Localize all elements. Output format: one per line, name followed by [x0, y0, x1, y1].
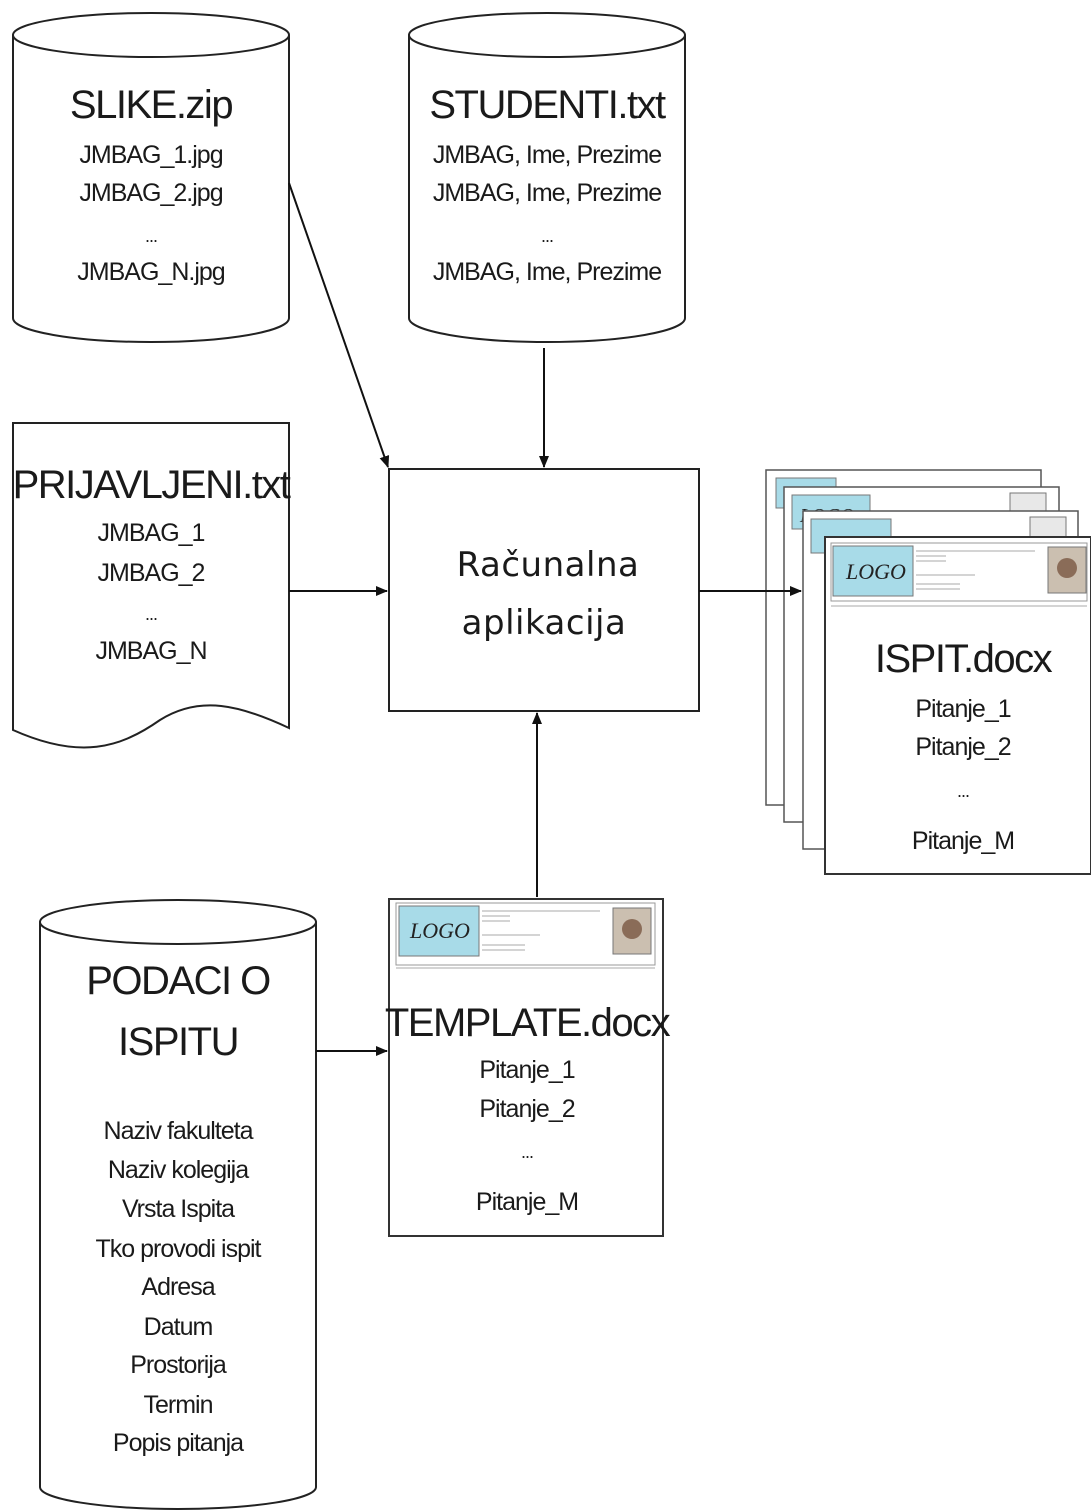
- arrow-slike-to-app: [288, 182, 390, 468]
- application-label-line-1: Računalna: [457, 545, 640, 585]
- slike-line-3: ...: [145, 226, 157, 246]
- podaci-item-4: Tko provodi ispit: [95, 1235, 261, 1263]
- ispit-logo-box: [832, 545, 914, 597]
- ispit-document-stack: LOGO LOGO ISPIT.docx Pitanje_1 Pitanje_: [765, 469, 1091, 875]
- template-title: TEMPLATE.docx: [385, 1001, 671, 1045]
- podaci-cylinder: PODACI O ISPITU Naziv fakulteta Naziv ko…: [39, 899, 317, 1510]
- template-logo-text: LOGO: [409, 918, 470, 943]
- application-box: Računalna aplikacija: [388, 468, 700, 712]
- template-line-1: Pitanje_1: [479, 1056, 574, 1084]
- podaci-item-1: Naziv fakulteta: [104, 1117, 254, 1145]
- prijavljeni-title: PRIJAVLJENI.txt: [13, 463, 291, 507]
- podaci-item-9: Popis pitanja: [113, 1429, 244, 1457]
- slike-cylinder: SLIKE.zip JMBAG_1.jpg JMBAG_2.jpg ... JM…: [12, 12, 290, 343]
- prijavljeni-line-2: JMBAG_2: [98, 559, 205, 587]
- ispit-page-front: LOGO ISPIT.docx Pitanje_1 Pitanje_2 ... …: [824, 536, 1091, 875]
- studenti-line-2: JMBAG, Ime, Prezime: [433, 179, 661, 207]
- podaci-item-6: Datum: [144, 1313, 213, 1341]
- ispit-logo-text: LOGO: [845, 559, 906, 584]
- slike-line-2: JMBAG_2.jpg: [79, 179, 222, 207]
- prijavljeni-line-3: ...: [145, 604, 157, 624]
- podaci-item-3: Vrsta Ispita: [122, 1195, 235, 1223]
- slike-title: SLIKE.zip: [70, 83, 232, 127]
- podaci-item-5: Adresa: [141, 1273, 215, 1301]
- podaci-title-line-1: PODACI O: [86, 959, 270, 1003]
- application-label-line-2: aplikacija: [462, 603, 627, 643]
- studenti-line-3: ...: [541, 226, 553, 246]
- podaci-item-8: Termin: [143, 1391, 212, 1419]
- slike-line-1: JMBAG_1.jpg: [79, 141, 222, 169]
- ispit-line-1: Pitanje_1: [915, 695, 1010, 723]
- prijavljeni-document: PRIJAVLJENI.txt JMBAG_1 JMBAG_2 ... JMBA…: [12, 422, 292, 749]
- prijavljeni-line-4: JMBAG_N: [95, 637, 206, 665]
- slike-line-4: JMBAG_N.jpg: [77, 258, 224, 286]
- template-logo-box: [398, 905, 480, 957]
- template-line-2: Pitanje_2: [479, 1095, 574, 1123]
- template-line-4: Pitanje_M: [476, 1188, 578, 1216]
- studenti-cylinder: STUDENTI.txt JMBAG, Ime, Prezime JMBAG, …: [408, 12, 686, 343]
- podaci-title-line-2: ISPITU: [118, 1020, 238, 1064]
- ispit-line-2: Pitanje_2: [915, 733, 1010, 761]
- podaci-item-2: Naziv kolegija: [108, 1156, 249, 1184]
- podaci-item-7: Prostorija: [130, 1351, 227, 1379]
- prijavljeni-line-1: JMBAG_1: [98, 519, 205, 547]
- ispit-line-4: Pitanje_M: [912, 827, 1014, 855]
- studenti-line-4: JMBAG, Ime, Prezime: [433, 258, 661, 286]
- ispit-line-3: ...: [957, 781, 969, 801]
- studenti-title: STUDENTI.txt: [429, 83, 666, 127]
- studenti-line-1: JMBAG, Ime, Prezime: [433, 141, 661, 169]
- template-document: LOGO TEMPLATE.docx Pitanje_1 Pitanje_2 .…: [385, 898, 672, 1237]
- template-line-3: ...: [521, 1142, 533, 1162]
- ispit-title: ISPIT.docx: [875, 637, 1053, 681]
